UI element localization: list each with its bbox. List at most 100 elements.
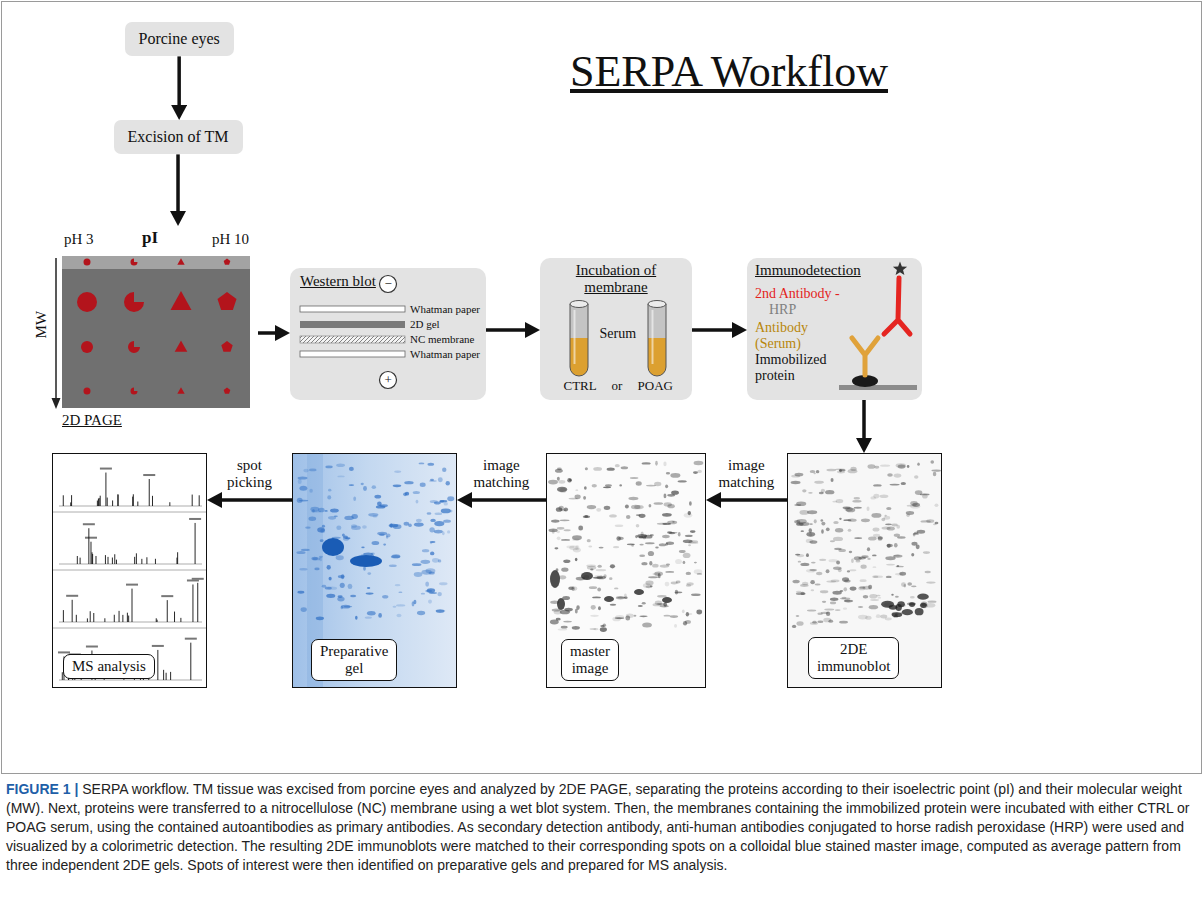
illustration-part	[815, 584, 821, 586]
illustration-part	[361, 483, 364, 485]
illustration-part	[592, 484, 597, 487]
illustration-part	[146, 557, 147, 564]
illustration-part	[641, 562, 647, 565]
illustration-part	[858, 615, 868, 620]
illustration-part	[328, 489, 331, 492]
illustration-part	[894, 555, 900, 557]
illustration-part	[613, 546, 619, 548]
illustration-part	[619, 484, 622, 486]
illustration-part	[351, 524, 357, 528]
immunodetection-box: Immunodetection2nd Antibody -HRPAntibody…	[747, 258, 922, 400]
illustration-part	[367, 587, 370, 589]
illustration-part	[839, 385, 917, 390]
illustration-part	[648, 338, 666, 376]
illustration-part	[826, 569, 830, 573]
illustration-part	[616, 536, 620, 540]
illustration-part	[615, 525, 624, 528]
illustration-part	[557, 467, 562, 470]
illustration-part	[336, 526, 341, 530]
illustration-part	[596, 508, 601, 512]
illustration-part	[915, 490, 922, 495]
illustration-part	[844, 600, 853, 603]
illustration-part	[860, 565, 866, 569]
illustration-part	[350, 555, 382, 567]
illustration-part	[436, 609, 445, 613]
illustration-part	[646, 485, 656, 487]
illustration-part	[85, 537, 97, 539]
illustration-part	[636, 524, 640, 528]
illustration-part	[412, 563, 422, 566]
illustration-part	[792, 625, 796, 628]
illustration-part	[567, 478, 571, 483]
illustration-part	[851, 559, 854, 564]
illustration-part	[652, 573, 659, 576]
illustration-part	[427, 512, 432, 515]
illustration-part	[810, 580, 815, 584]
illustration-part	[678, 532, 681, 536]
illustration-part	[894, 534, 900, 537]
illustration-part	[657, 603, 665, 605]
illustration-part	[627, 543, 635, 545]
illustration-part	[676, 581, 681, 584]
illustration-part	[570, 301, 588, 308]
illustration-part	[796, 621, 803, 626]
illustration-part	[378, 613, 382, 618]
illustration-part	[806, 553, 809, 557]
illustration-part	[560, 519, 570, 521]
illustration-part	[887, 544, 893, 547]
illustration-part	[575, 558, 578, 561]
illustration-part	[413, 491, 420, 494]
illustration-part	[667, 532, 677, 534]
illustration-part	[53, 512, 207, 513]
illustration-part	[552, 529, 555, 534]
illustration-part	[665, 582, 670, 587]
illustration-part	[665, 571, 674, 573]
illustration-part	[574, 310, 576, 364]
illustration-part	[62, 256, 250, 269]
illustration-part	[327, 565, 331, 570]
illustration-part	[300, 321, 405, 328]
illustration-part	[849, 551, 852, 553]
illustration-part	[371, 553, 375, 555]
illustration-part	[554, 547, 558, 549]
illustration-part	[814, 519, 817, 523]
illustration-part	[112, 558, 113, 564]
illustration-part	[361, 546, 364, 548]
illustration-part	[591, 605, 596, 610]
illustration-part	[84, 388, 91, 395]
illustration-part	[320, 539, 324, 542]
illustration-part	[809, 569, 817, 571]
box-title: Immunodetection	[755, 262, 861, 279]
illustration-part	[669, 532, 675, 534]
illustration-part	[337, 597, 344, 602]
illustration-part	[878, 536, 883, 541]
illustration-part	[586, 564, 596, 567]
flow-arrow	[862, 400, 866, 438]
illustration-part	[380, 276, 397, 293]
illustration-part	[84, 259, 91, 266]
illustration-part	[324, 510, 327, 512]
illustration-part	[587, 505, 596, 509]
illustration-part	[558, 480, 565, 484]
illustration-part	[192, 495, 193, 506]
illustration-part	[155, 559, 156, 564]
illustration-part	[867, 506, 870, 510]
illustration-part	[349, 484, 354, 486]
illustration-part	[428, 463, 435, 466]
illustration-part	[666, 542, 674, 545]
layer-label: 2D gel	[410, 318, 440, 331]
ms-illustration	[53, 454, 207, 688]
illustration-part	[100, 468, 112, 470]
illustration-part	[298, 479, 302, 484]
panel-label: 2DE immunoblot	[808, 637, 899, 680]
illustration-part	[432, 558, 439, 563]
illustration-part	[336, 463, 345, 467]
illustration-part	[800, 563, 809, 566]
pole-sign: +	[385, 373, 392, 388]
illustration-part	[590, 568, 593, 570]
illustration-part	[796, 615, 800, 617]
illustration-part	[821, 529, 824, 533]
node-label: Excision of TM	[128, 128, 229, 146]
illustration-part	[869, 594, 877, 599]
illustration-part	[605, 484, 612, 486]
